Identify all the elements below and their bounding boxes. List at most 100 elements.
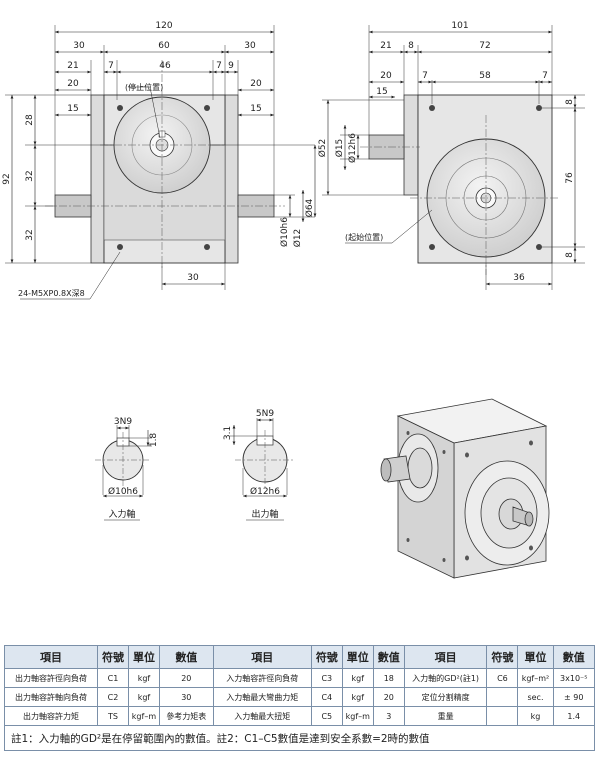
table-cell: 入力軸容許徑向負荷 bbox=[212, 668, 312, 688]
table-cell bbox=[486, 687, 519, 707]
front-view: 120 30 60 30 21 7 46 7 9 20 20 15 15 92 … bbox=[2, 21, 317, 300]
header-cell: 數值 bbox=[552, 645, 596, 669]
dim-front-right-30: 30 bbox=[244, 41, 256, 51]
table-cell: 入力軸的GD²(註1) bbox=[403, 668, 488, 688]
header-cell: 數值 bbox=[158, 645, 214, 669]
table-cell: kgf–m bbox=[341, 706, 374, 726]
dim-front-bottom-30: 30 bbox=[187, 273, 199, 283]
table-cell bbox=[486, 706, 519, 726]
dim-side-right-8a: 8 bbox=[565, 99, 575, 105]
table-note: 註1：入力軸的GD²是在停留範圍內的數值。註2：C1–C5數值是達到安全系數=2… bbox=[4, 725, 595, 751]
dim-side-top-20: 20 bbox=[380, 71, 392, 81]
header-cell: 單位 bbox=[127, 645, 160, 669]
table-cell: kgf bbox=[341, 668, 374, 688]
table-cell: 入力軸最大彎曲力矩 bbox=[212, 687, 312, 707]
table-cell: kgf–m² bbox=[517, 668, 554, 688]
dim-side-dia-52: Ø52 bbox=[317, 139, 328, 158]
table-cell: sec. bbox=[517, 687, 554, 707]
dim-side-top-21: 21 bbox=[380, 41, 391, 51]
dim-front-left-21: 21 bbox=[67, 61, 78, 71]
dim-front-left-20: 20 bbox=[67, 79, 79, 89]
output-shaft-title: 出力軸 bbox=[251, 508, 278, 520]
table-cell: kgf–m bbox=[127, 706, 160, 726]
header-cell: 符號 bbox=[96, 645, 129, 669]
dim-front-mid-32: 32 bbox=[25, 170, 35, 181]
dim-front-dia-10h6: Ø10h6 bbox=[279, 217, 290, 247]
dim-side-top-8: 8 bbox=[408, 41, 414, 51]
table-cell: 重量 bbox=[403, 706, 488, 726]
spec-table: 項目 符號 單位 數值 項目 符號 單位 數值 項目 符號 單位 數值 出力軸容… bbox=[4, 645, 596, 751]
table-cell: 出力軸容許軸向負荷 bbox=[4, 687, 98, 707]
table-row: 出力軸容許軸向負荷 C2 kgf 30 入力軸最大彎曲力矩 C4 kgf 20 … bbox=[4, 687, 596, 707]
dim-front-right-15: 15 bbox=[250, 104, 261, 114]
input-shaft-key: 3N9 bbox=[114, 417, 132, 427]
dim-front-left-7: 7 bbox=[108, 61, 114, 71]
input-shaft-dia: Ø10h6 bbox=[108, 486, 138, 497]
table-cell: 20 bbox=[158, 668, 214, 688]
label-start-position: (起始位置) bbox=[345, 232, 383, 242]
table-cell: 1.4 bbox=[552, 706, 596, 726]
table-cell: 20 bbox=[372, 687, 405, 707]
header-cell: 單位 bbox=[517, 645, 554, 669]
dim-side-total-101: 101 bbox=[451, 21, 468, 31]
dim-front-dia-64: Ø64 bbox=[304, 198, 315, 217]
table-cell: kgf bbox=[127, 687, 160, 707]
output-shaft-key: 5N9 bbox=[256, 409, 274, 419]
table-cell: 出力軸容許徑向負荷 bbox=[4, 668, 98, 688]
output-shaft-depth: 3.1 bbox=[223, 426, 233, 440]
table-cell: 18 bbox=[372, 668, 405, 688]
table-cell: ± 90 bbox=[552, 687, 596, 707]
header-cell: 符號 bbox=[486, 645, 519, 669]
dim-side-top-72: 72 bbox=[479, 41, 490, 51]
table-cell: 參考力矩表 bbox=[158, 706, 214, 726]
table-cell: kgf bbox=[127, 668, 160, 688]
dim-front-right-7: 7 bbox=[216, 61, 222, 71]
header-cell: 符號 bbox=[310, 645, 343, 669]
table-cell: C1 bbox=[96, 668, 129, 688]
technical-drawing: 120 30 60 30 21 7 46 7 9 20 20 15 15 92 … bbox=[2, 21, 585, 579]
input-shaft-title: 入力軸 bbox=[108, 508, 135, 520]
header-cell: 數值 bbox=[372, 645, 405, 669]
table-cell: 3x10⁻⁵ bbox=[552, 668, 596, 688]
dim-front-dia-12: Ø12 bbox=[292, 229, 303, 248]
label-stop-position: (停止位置) bbox=[125, 82, 163, 92]
dim-front-upper-28: 28 bbox=[25, 114, 35, 126]
dim-front-left-30: 30 bbox=[73, 41, 85, 51]
table-header-row: 項目 符號 單位 數值 項目 符號 單位 數值 項目 符號 單位 數值 bbox=[4, 645, 596, 669]
table-cell: 30 bbox=[158, 687, 214, 707]
dim-front-low-32: 32 bbox=[25, 229, 35, 240]
dim-side-dia-15: Ø15 bbox=[334, 139, 345, 158]
header-cell: 項目 bbox=[403, 645, 488, 669]
table-cell: 3 bbox=[372, 706, 405, 726]
table-cell: C4 bbox=[310, 687, 343, 707]
dim-side-top-7a: 7 bbox=[422, 71, 428, 81]
table-cell: kgf bbox=[341, 687, 374, 707]
dim-front-center-60: 60 bbox=[158, 41, 170, 51]
dim-front-right-9: 9 bbox=[228, 61, 234, 71]
dim-front-total-width: 120 bbox=[155, 21, 172, 31]
label-thread-note: 24-M5XP0.8X深8 bbox=[18, 289, 85, 298]
dim-side-right-76: 76 bbox=[565, 172, 575, 184]
table-cell: 入力軸最大扭矩 bbox=[212, 706, 312, 726]
input-shaft-section: 3N9 1.8 Ø10h6 入力軸 bbox=[95, 417, 159, 521]
table-note-row: 註1：入力軸的GD²是在停留範圍內的數值。註2：C1–C5數值是達到安全系數=2… bbox=[4, 725, 595, 751]
dim-side-bottom-36: 36 bbox=[513, 273, 525, 283]
input-shaft-depth: 1.8 bbox=[149, 433, 159, 448]
header-cell: 項目 bbox=[4, 645, 98, 669]
header-cell: 單位 bbox=[341, 645, 374, 669]
table-cell: C2 bbox=[96, 687, 129, 707]
table-cell: TS bbox=[96, 706, 129, 726]
isometric-view bbox=[380, 398, 550, 579]
table-cell: C5 bbox=[310, 706, 343, 726]
dim-front-height-92: 92 bbox=[2, 173, 12, 184]
dim-side-dia-12h6: Ø12h6 bbox=[347, 133, 358, 163]
output-shaft-section: 5N9 3.1 Ø12h6 出力軸 bbox=[223, 409, 295, 521]
dim-front-center-46: 46 bbox=[159, 61, 171, 71]
table-cell: kg bbox=[517, 706, 554, 726]
dim-side-right-8b: 8 bbox=[565, 252, 575, 258]
header-cell: 項目 bbox=[212, 645, 312, 669]
side-view: 101 21 8 72 20 7 58 7 15 Ø52 Ø15 Ø12h6 8… bbox=[317, 21, 585, 290]
table-cell: 定位分割精度 bbox=[403, 687, 488, 707]
table-cell: C6 bbox=[486, 668, 519, 688]
table-row: 出力軸容許力矩 TS kgf–m 參考力矩表 入力軸最大扭矩 C5 kgf–m … bbox=[4, 706, 596, 726]
